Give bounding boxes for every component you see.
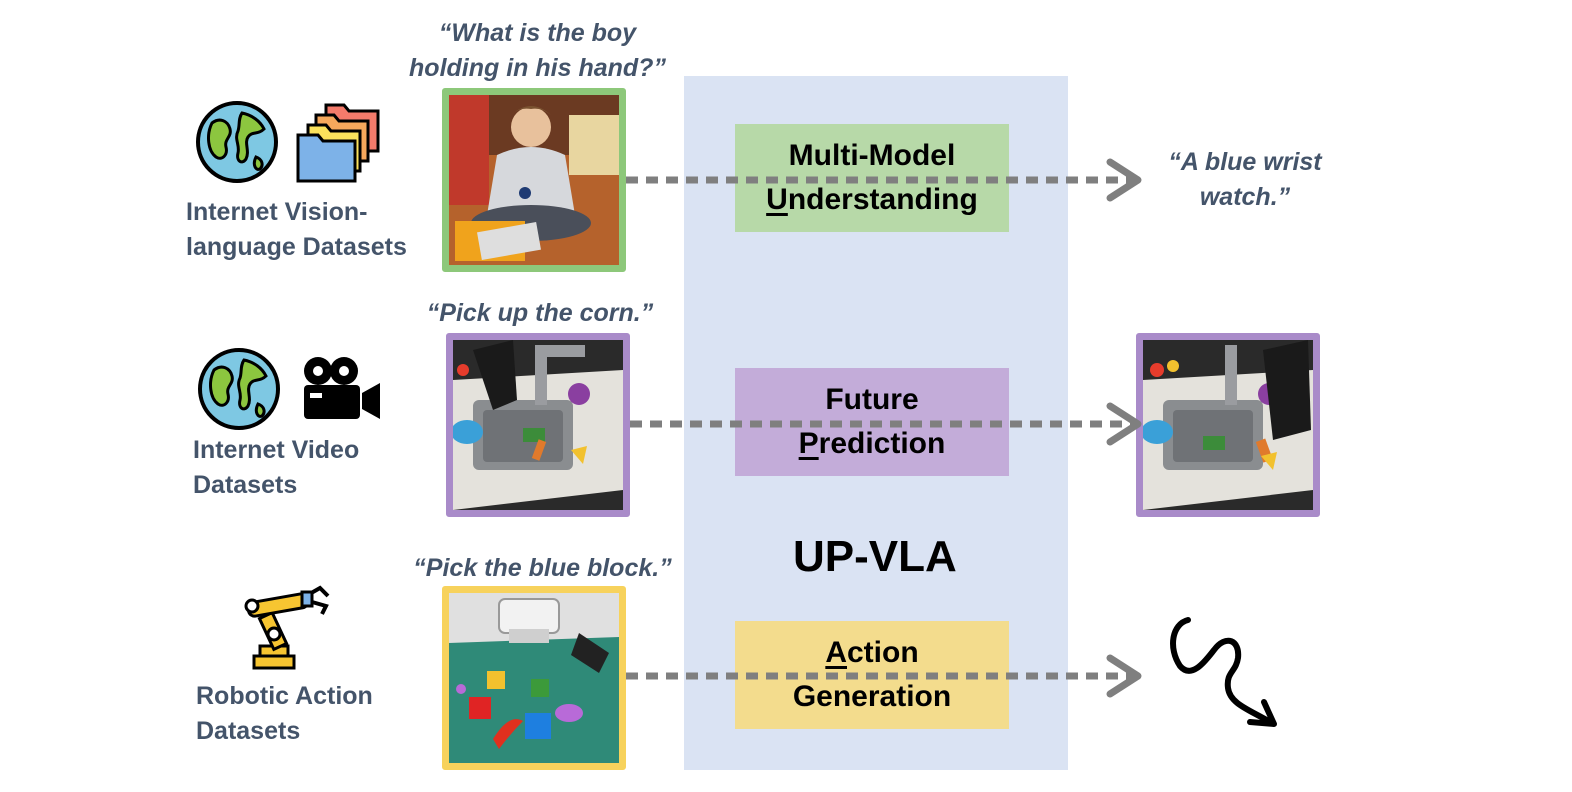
input-instruction-quote: “Pick up the corn.” — [426, 299, 654, 327]
input-image-boy — [442, 88, 626, 272]
robot-arm-icon — [240, 584, 332, 670]
dataset-label-vision-language: Internet Vision- language Datasets — [186, 198, 407, 261]
module-action-generation: Action Generation — [735, 621, 1009, 729]
predicted-image-kitchen-sink — [1136, 333, 1320, 517]
dataset-label-video: Internet Video Datasets — [193, 436, 360, 499]
video-camera-icon — [300, 355, 382, 421]
squiggle-arrow-icon — [1166, 610, 1290, 734]
underlined-initial-u: U — [766, 183, 788, 216]
arrowhead-action — [1106, 654, 1142, 698]
module-future-prediction: Future Prediction — [735, 368, 1009, 476]
output-answer-quote: “A blue wrist watch.” — [1168, 148, 1322, 211]
globe-icon — [196, 346, 282, 432]
dataset-label-robotic-action: Robotic Action Datasets — [196, 682, 373, 745]
input-image-blocks-table — [442, 586, 626, 770]
input-question-quote: “What is the boy holding in his hand?” — [409, 19, 666, 82]
input-instruction-quote: “Pick the blue block.” — [413, 554, 672, 582]
input-image-kitchen-sink — [446, 333, 630, 517]
globe-icon — [194, 99, 280, 185]
module-multi-model-understanding: Multi-Model Understanding — [735, 124, 1009, 232]
underlined-initial-p: P — [798, 427, 819, 460]
underlined-initial-a: A — [825, 636, 847, 669]
model-title: UP-VLA — [793, 532, 957, 581]
arrowhead-understanding — [1106, 158, 1142, 202]
arrowhead-prediction — [1106, 402, 1142, 446]
folders-icon — [296, 101, 382, 183]
